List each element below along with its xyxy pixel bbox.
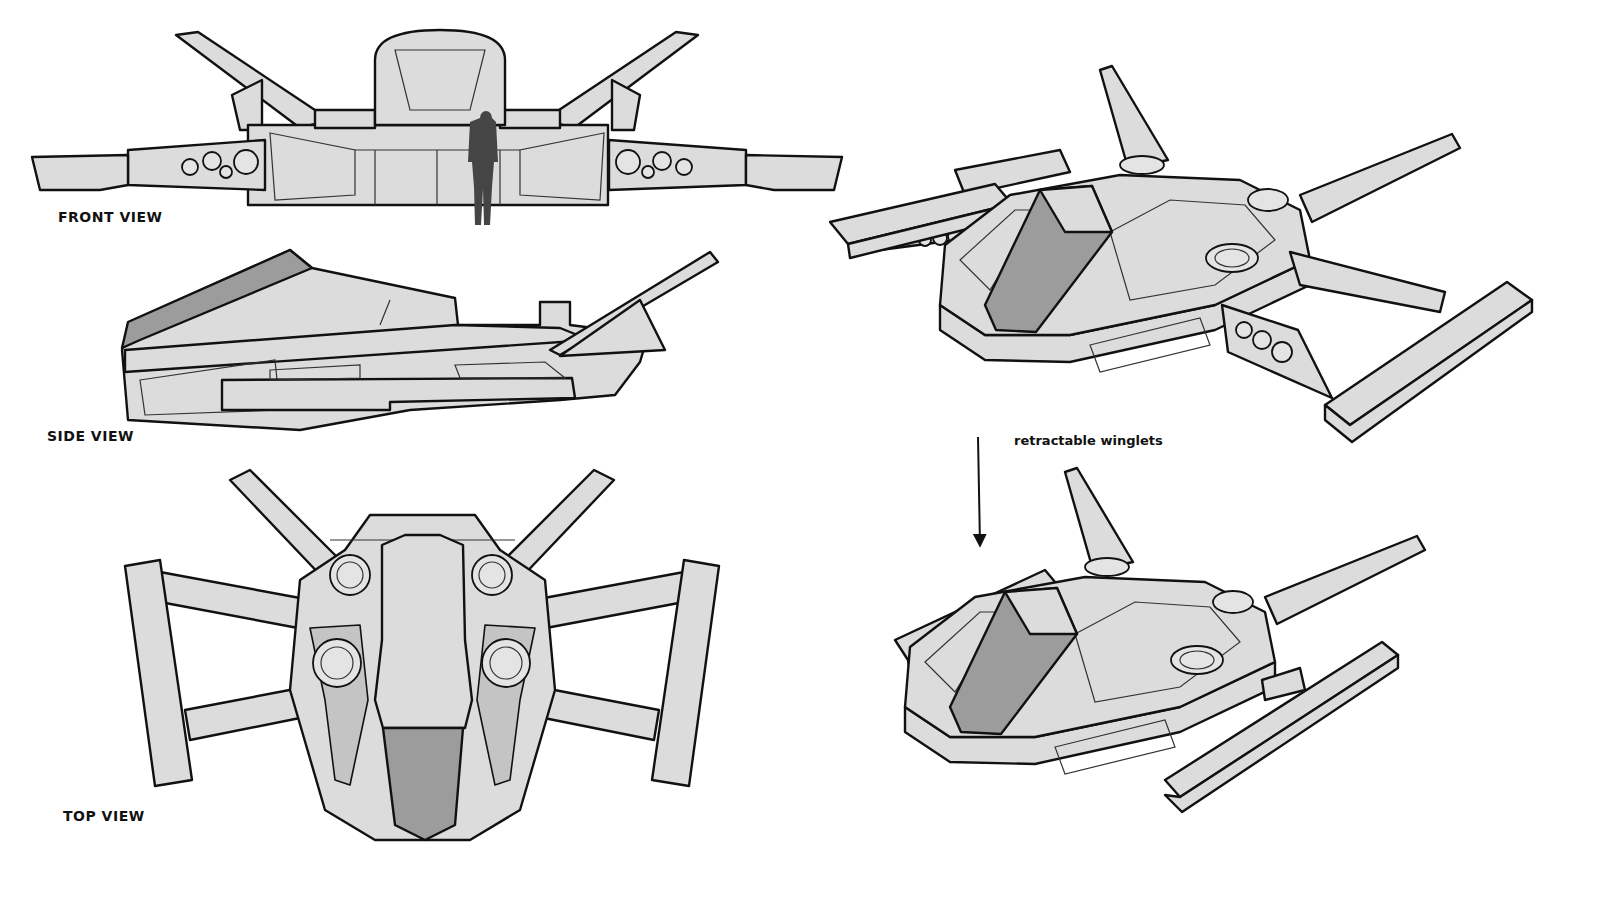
iso-view-extended-part: [1325, 300, 1532, 442]
front-view-part: [375, 30, 505, 125]
side-view-part: [122, 250, 312, 348]
front-view-part: [609, 140, 746, 190]
iso-view-extended: [830, 66, 1532, 442]
top-view-part: [125, 560, 192, 786]
top-view-part: [375, 535, 472, 728]
iso-view-extended-part: [1272, 342, 1292, 362]
top-view-part: [652, 560, 719, 786]
front-view-part: [248, 125, 608, 205]
top-view: [125, 470, 719, 840]
front-view: [32, 30, 842, 225]
iso-view-extended-part: [1253, 331, 1271, 349]
front-view-part: [520, 133, 604, 200]
top-view-part: [290, 515, 555, 840]
front-view-part: [468, 111, 498, 225]
front-view-part: [499, 150, 500, 205]
front-view-part: [315, 110, 375, 128]
front-view-part: [32, 155, 128, 190]
top-view-part: [477, 625, 535, 785]
front-view-part: [234, 150, 258, 174]
top-view-part: [330, 555, 370, 595]
top-view-part: [482, 639, 530, 687]
front-view-part: [182, 159, 198, 175]
pointer-arrow: [978, 437, 980, 545]
front-view-part: [232, 80, 262, 130]
front-view-part: [395, 50, 485, 110]
view-title: FRONT VIEW: [58, 209, 162, 225]
front-view-part: [616, 150, 640, 174]
front-view-part: [220, 166, 232, 178]
front-view-part: [653, 152, 671, 170]
side-view-part: [380, 300, 390, 325]
front-view-part: [642, 166, 654, 178]
top-view-part: [313, 639, 361, 687]
front-view-part: [612, 80, 640, 130]
iso-view-extended-part: [1290, 252, 1445, 312]
iso-view-extended-part: [940, 66, 1460, 372]
iso-view-extended-part: [1325, 282, 1532, 425]
front-view-part: [270, 133, 355, 200]
top-view-part: [544, 572, 684, 628]
side-view-part: [550, 252, 718, 355]
top-view-part: [185, 688, 300, 740]
iso-view-retracted-part: [1165, 642, 1398, 797]
side-view-part: [455, 362, 565, 378]
annotation-note: retractable winglets: [1014, 433, 1163, 448]
front-view-part: [500, 110, 560, 128]
iso-view-retracted-part: [905, 468, 1425, 774]
front-view-part: [676, 159, 692, 175]
side-view-part: [270, 365, 360, 380]
view-title: SIDE VIEW: [47, 428, 134, 444]
side-view-part: [560, 300, 665, 356]
front-view-part: [746, 155, 842, 190]
front-view-part: [203, 152, 221, 170]
top-view-part: [337, 562, 363, 588]
iso-view-retracted-part: [1165, 655, 1398, 812]
iso-view-extended-part: [1236, 322, 1252, 338]
front-view-part: [436, 150, 437, 205]
front-view-part: [374, 150, 375, 205]
iso-view-retracted: [895, 468, 1425, 812]
side-view-part: [222, 378, 575, 410]
top-view-part: [472, 555, 512, 595]
top-view-part: [321, 647, 353, 679]
top-view-part: [544, 688, 659, 740]
side-view: [122, 250, 718, 430]
top-view-part: [479, 562, 505, 588]
iso-view-extended-part: [1222, 305, 1332, 398]
top-view-part: [310, 625, 368, 785]
top-view-part: [490, 647, 522, 679]
view-title: TOP VIEW: [63, 808, 145, 824]
top-view-part: [383, 728, 463, 840]
top-view-part: [160, 572, 300, 628]
front-view-part: [128, 140, 265, 190]
